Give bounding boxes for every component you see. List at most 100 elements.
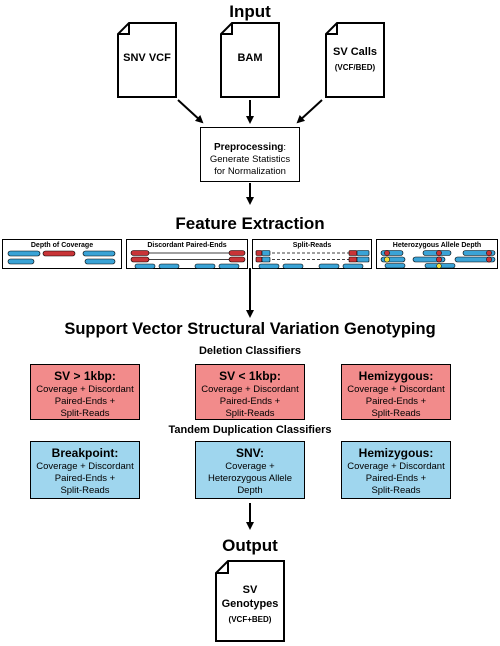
allele-read (454, 256, 496, 263)
split-read (261, 250, 271, 256)
genotyping-title: Support Vector Structural Variation Geno… (64, 320, 436, 338)
split-read (282, 263, 304, 269)
bam-label: BAM (237, 52, 263, 64)
snp-marker (486, 250, 492, 256)
deletion-classifiers-header: Deletion Classifiers (198, 345, 302, 357)
preprocessing-box: Preprocessing: Generate Statistics for N… (200, 127, 300, 182)
split-reads-reads (255, 250, 370, 269)
split-read (348, 250, 358, 256)
classifier-desc: Split-Reads (60, 485, 110, 496)
split-read (261, 256, 271, 263)
coverage-read (7, 250, 41, 257)
classifier-desc: Coverage + Discordant (36, 384, 134, 395)
duplication-breakpoint-classifier: Breakpoint: Coverage + Discordant Paired… (30, 441, 140, 499)
classifier-title: Hemizygous: (358, 369, 434, 383)
sv-genotypes-file-icon: SV Genotypes (VCF+BED) (215, 560, 285, 642)
preprocessing-title: Preprocessing (213, 142, 284, 153)
paired-read (158, 263, 180, 269)
classifier-desc: Coverage + Discordant (347, 384, 445, 395)
split-read (255, 256, 263, 263)
split-read (258, 263, 280, 269)
sv-genotypes-format: (VCF+BED) (228, 615, 272, 624)
sv-calls-label: SV Calls (332, 46, 378, 58)
deletion-hemizygous-classifier: Hemizygous: Coverage + Discordant Paired… (341, 364, 451, 420)
coverage-read (84, 258, 116, 265)
classifier-desc: Paired-Ends + (365, 396, 427, 407)
classifier-desc: Coverage + (225, 461, 275, 472)
classifier-desc: Heterozygous Allele (208, 473, 292, 484)
coverage-read (42, 250, 76, 257)
snv-vcf-file-icon: SNV VCF (117, 22, 177, 98)
classifier-title: SNV: (235, 446, 264, 460)
classifier-title: SV > 1kbp: (54, 369, 116, 383)
snp-marker (384, 250, 390, 256)
duplication-hemizygous-classifier: Hemizygous: Coverage + Discordant Paired… (341, 441, 451, 499)
feature-extraction-title: Feature Extraction (175, 214, 325, 233)
paired-read (228, 250, 246, 256)
snp-marker (436, 256, 442, 263)
discordant-paired-ends-reads (130, 250, 246, 269)
discordant-paired-ends-label: Discordant Paired-Ends (147, 242, 227, 249)
classifier-desc: Depth (237, 485, 263, 496)
classifier-desc: Split-Reads (225, 408, 275, 419)
discordant-paired-ends-panel: Discordant Paired-Ends (126, 239, 248, 269)
sv-calls-file-icon: SV Calls (VCF/BED) (325, 22, 385, 98)
split-read (255, 250, 263, 256)
preprocessing-colon: : (283, 142, 287, 153)
snp-marker (436, 250, 442, 256)
classifier-desc: Split-Reads (371, 485, 421, 496)
sv-genotypes-line2: Genotypes (221, 598, 279, 610)
split-read (342, 263, 364, 269)
classifier-desc: Coverage + Discordant (347, 461, 445, 472)
paired-read (130, 250, 150, 256)
split-reads-panel: Split-Reads (252, 239, 372, 269)
arrow-svcalls-to-preprocessing (296, 99, 323, 124)
classifier-desc: Split-Reads (371, 408, 421, 419)
paired-read (134, 263, 156, 269)
sv-genotypes-line1: SV (242, 584, 258, 596)
snp-marker (384, 256, 390, 263)
split-read (356, 256, 370, 263)
classifier-desc: Coverage + Discordant (201, 384, 299, 395)
paired-read (194, 263, 216, 269)
classifier-title: Hemizygous: (358, 446, 434, 460)
classifier-desc: Paired-Ends + (54, 396, 116, 407)
deletion-sv-lt-1kbp-classifier: SV < 1kbp: Coverage + Discordant Paired-… (195, 364, 305, 420)
classifier-desc: Split-Reads (60, 408, 110, 419)
classifier-title: SV < 1kbp: (219, 369, 281, 383)
classifier-desc: Coverage + Discordant (36, 461, 134, 472)
snv-vcf-label: SNV VCF (123, 52, 171, 64)
snp-marker (436, 263, 442, 269)
output-title: Output (222, 536, 278, 555)
coverage-read (7, 258, 35, 265)
paired-read (218, 263, 240, 269)
classifier-desc: Paired-Ends + (365, 473, 427, 484)
allele-read (384, 263, 406, 269)
split-reads-label: Split-Reads (292, 242, 332, 249)
deletion-sv-gt-1kbp-classifier: SV > 1kbp: Coverage + Discordant Paired-… (30, 364, 140, 420)
split-read (348, 256, 358, 263)
input-title: Input (229, 2, 271, 21)
classifier-desc: Paired-Ends + (54, 473, 116, 484)
arrow-snv-to-preprocessing (177, 99, 204, 124)
split-read (356, 250, 370, 256)
heterozygous-allele-depth-reads (380, 250, 496, 269)
classifier-desc: Paired-Ends + (219, 396, 281, 407)
heterozygous-allele-depth-panel: Heterozygous Allele Depth (376, 239, 498, 269)
depth-of-coverage-reads (7, 250, 116, 265)
depth-of-coverage-label: Depth of Coverage (30, 242, 94, 249)
preprocessing-line2: for Normalization (214, 166, 286, 177)
bam-file-icon: BAM (220, 22, 280, 98)
tandem-duplication-classifiers-header: Tandem Duplication Classifiers (168, 424, 332, 436)
duplication-snv-classifier: SNV: Coverage + Heterozygous Allele Dept… (195, 441, 305, 499)
coverage-read (82, 250, 116, 257)
depth-of-coverage-panel: Depth of Coverage (2, 239, 122, 269)
heterozygous-allele-depth-label: Heterozygous Allele Depth (392, 242, 482, 249)
classifier-title: Breakpoint: (51, 446, 119, 460)
preprocessing-line1: Generate Statistics (209, 154, 291, 165)
paired-read (228, 256, 246, 263)
snp-marker (486, 256, 492, 263)
paired-read (130, 256, 150, 263)
split-read (318, 263, 340, 269)
